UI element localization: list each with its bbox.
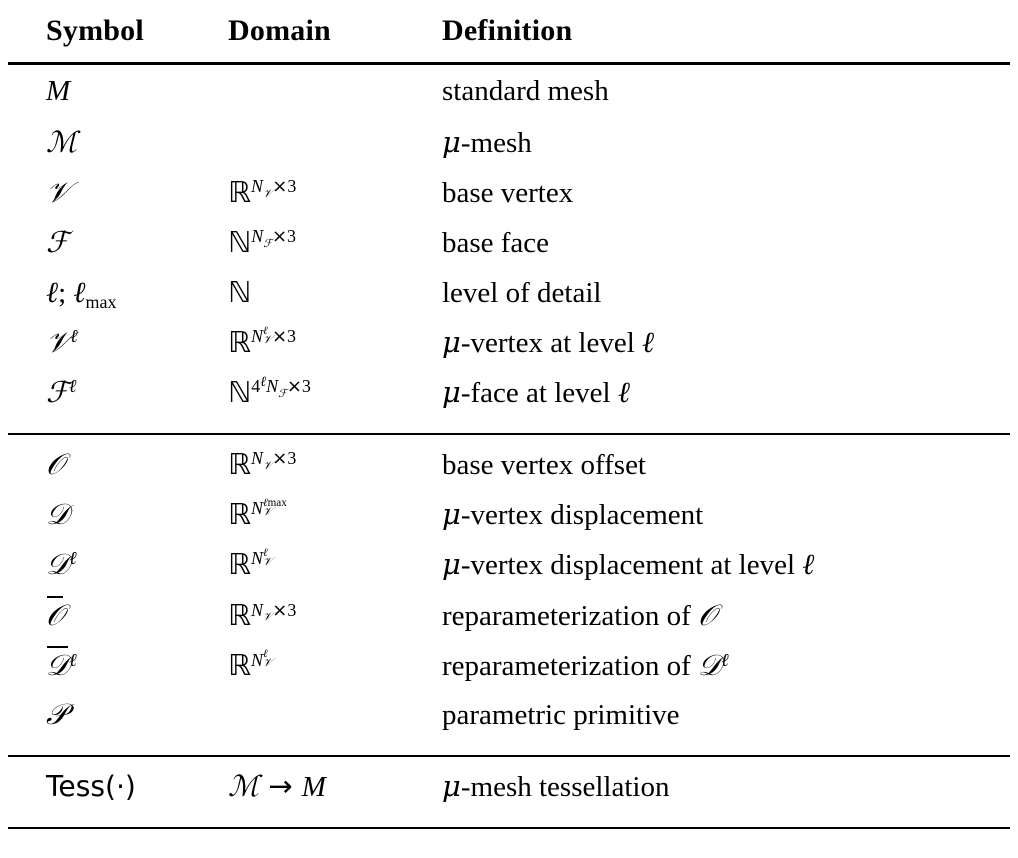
symbol-cell: ℳ [46,125,78,159]
symbol-cell: ℱ [46,225,69,259]
rule-bottom [8,827,1010,831]
domain-cell: ℕNℱ×3 [228,225,297,259]
domain-cell: ℝN𝒱×3 [228,175,297,209]
column-header-domain: Domain [228,14,331,47]
spacer [8,819,1010,828]
table-row: ℱ ℕNℱ×3 base face [8,225,1010,275]
domain-cell: ℳ → M [228,769,326,803]
symbol-cell: ℱℓ [46,375,77,409]
section-operators: Tess(·) ℳ → M μ-mesh tessellation [8,759,1010,831]
section-rule [8,755,1010,759]
spacer [8,65,1010,76]
table-row: 𝒫 parametric primitive [8,697,1010,747]
table-row: 𝒪 ℝN𝒱×3 reparameterization of 𝒪 [8,596,1010,647]
table-row: ℳ μ-mesh [8,125,1010,175]
table-row: 𝒱 ℝN𝒱×3 base vertex [8,175,1010,225]
definition-cell: μ-face at level ℓ [442,375,630,409]
definition-cell: parametric primitive [442,699,680,731]
domain-cell: ℕ [228,275,252,309]
spacer [8,759,1010,769]
table-bottom-rule [8,827,1010,831]
definition-cell: μ-mesh [442,125,532,159]
symbol-cell: 𝒪 [46,447,65,481]
domain-cell: ℕ4ℓNℱ×3 [228,374,311,409]
symbol-cell: ℓ; ℓmax [46,275,117,313]
symbol-cell: 𝒫 [46,697,67,731]
definition-cell: base face [442,227,550,259]
domain-cell: ℝN𝒱×3 [228,447,297,481]
definition-cell: base vertex offset [442,449,646,481]
rule-mid [8,433,1010,437]
symbol-definition-table: Symbol Domain Definition M standard mesh… [8,14,1010,831]
definition-cell: reparameterization of 𝒟ℓ [442,648,729,683]
definition-cell: μ-mesh tessellation [442,769,670,803]
notation-table: Symbol Domain Definition M standard mesh… [8,0,1010,831]
domain-cell [208,75,420,125]
table-row: ℱℓ ℕ4ℓNℱ×3 μ-face at level ℓ [8,375,1010,425]
definition-cell: standard mesh [442,75,609,107]
spacer [8,437,1010,447]
table-row: M standard mesh [8,75,1010,125]
section-mesh-primitives: M standard mesh ℳ μ-mesh 𝒱 ℝN𝒱×3 base ve… [8,65,1010,437]
spacer [8,747,1010,756]
column-header-definition: Definition [442,14,573,47]
rule-mid-2 [8,755,1010,759]
symbol-cell: 𝒟ℓ [46,547,77,581]
symbol-cell: 𝒱ℓ [46,325,78,359]
domain-cell: ℝN𝒱×3 [228,598,297,633]
symbol-cell: Tess(·) [46,770,136,803]
table-row: 𝒪 ℝN𝒱×3 base vertex offset [8,447,1010,497]
definition-cell: μ-vertex displacement at level ℓ [442,547,815,581]
table-header: Symbol Domain Definition [8,14,1010,65]
symbol-cell: 𝒱 [46,175,71,209]
column-header-symbol: Symbol [46,14,144,47]
definition-cell: reparameterization of 𝒪 [442,598,717,633]
symbol-cell: 𝒟ℓ [46,646,77,683]
definition-cell: μ-vertex at level ℓ [442,325,655,359]
header-double-rule [8,62,1010,65]
definition-cell: μ-vertex displacement [442,497,704,531]
definition-cell: level of detail [442,277,602,309]
table-row: ℓ; ℓmax ℕ level of detail [8,275,1010,325]
domain-cell [208,697,420,747]
symbol-cell: 𝒟 [46,497,70,531]
rule-top [8,62,1010,65]
header-row: Symbol Domain Definition [8,14,1010,63]
domain-cell [208,125,420,175]
symbol-cell: 𝒪 [46,596,65,633]
spacer [8,425,1010,434]
definition-cell: base vertex [442,177,574,209]
section-rule [8,433,1010,437]
symbol-cell: M [46,75,71,107]
table-row: Tess(·) ℳ → M μ-mesh tessellation [8,769,1010,819]
